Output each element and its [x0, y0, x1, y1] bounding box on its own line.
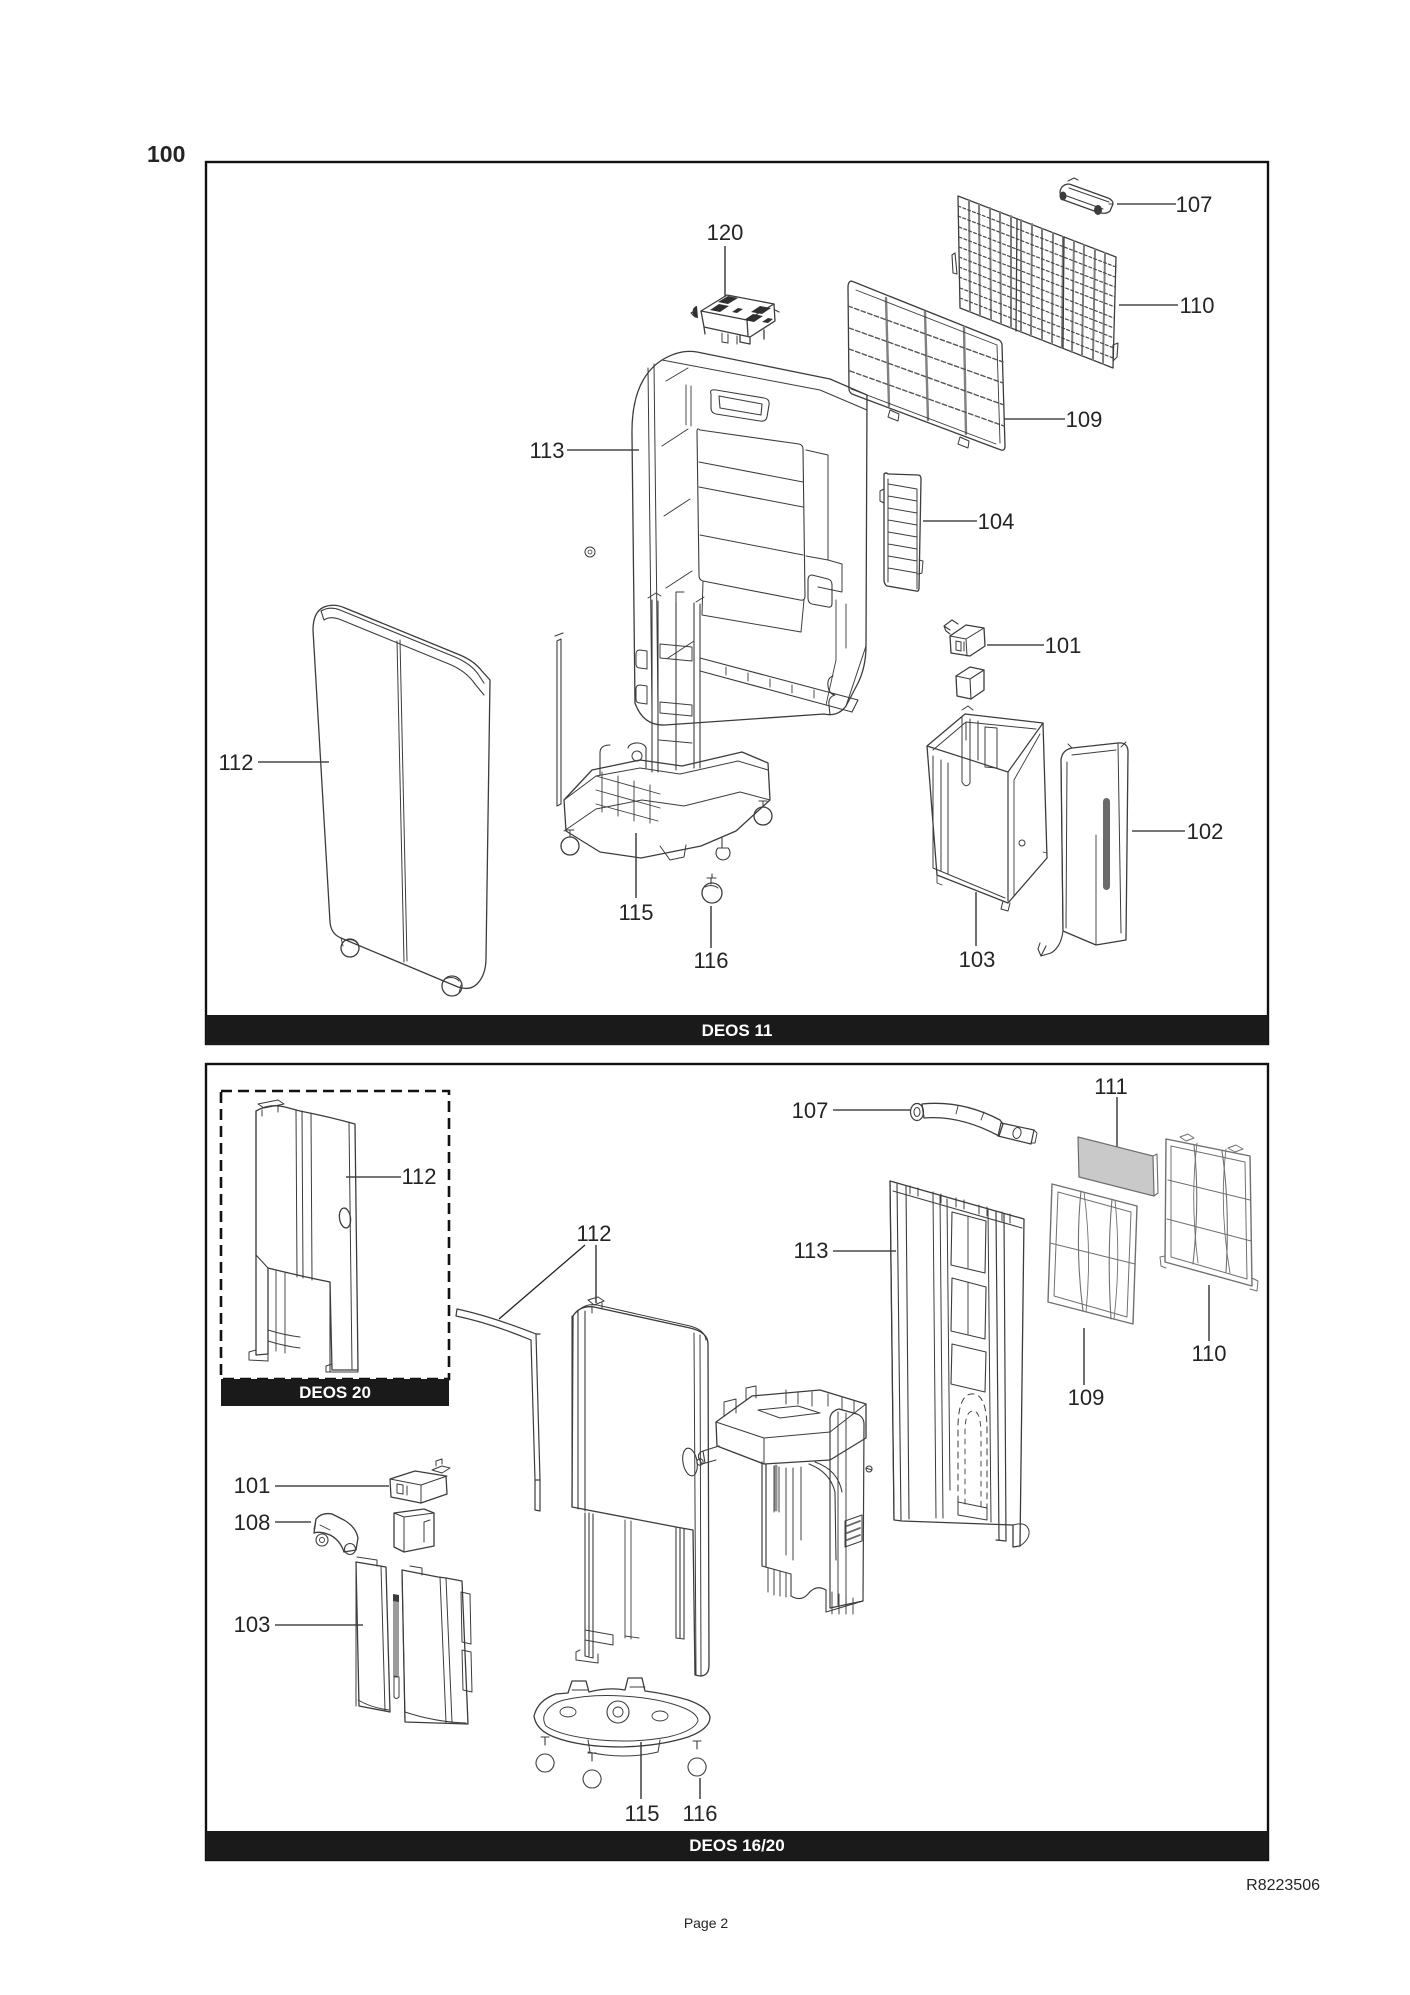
svg-text:115: 115: [624, 1801, 659, 1826]
svg-text:DEOS 16/20: DEOS 16/20: [689, 1836, 784, 1855]
svg-text:DEOS 11: DEOS 11: [702, 1021, 773, 1040]
svg-text:108: 108: [234, 1510, 271, 1535]
svg-text:110: 110: [1191, 1341, 1226, 1366]
svg-text:100: 100: [147, 141, 185, 167]
svg-text:103: 103: [959, 947, 996, 972]
svg-text:R8223506: R8223506: [1246, 1877, 1320, 1894]
svg-text:Page 2: Page 2: [684, 1915, 729, 1931]
svg-text:109: 109: [1066, 407, 1103, 432]
svg-text:101: 101: [1045, 633, 1082, 658]
svg-text:110: 110: [1179, 293, 1214, 318]
svg-text:115: 115: [618, 900, 653, 925]
svg-text:101: 101: [234, 1473, 271, 1498]
svg-text:113: 113: [793, 1238, 828, 1263]
svg-text:112: 112: [401, 1164, 436, 1189]
svg-text:107: 107: [792, 1098, 829, 1123]
svg-text:116: 116: [682, 1801, 717, 1826]
svg-text:112: 112: [218, 750, 253, 775]
svg-text:103: 103: [234, 1612, 271, 1637]
svg-text:104: 104: [978, 509, 1015, 534]
svg-text:102: 102: [1187, 819, 1224, 844]
svg-text:DEOS 20: DEOS 20: [299, 1383, 371, 1402]
svg-text:109: 109: [1068, 1385, 1105, 1410]
svg-text:112: 112: [576, 1221, 611, 1246]
svg-text:116: 116: [693, 948, 728, 973]
svg-text:107: 107: [1176, 192, 1213, 217]
svg-text:113: 113: [529, 438, 564, 463]
svg-text:120: 120: [707, 220, 744, 245]
svg-text:111: 111: [1094, 1074, 1127, 1099]
